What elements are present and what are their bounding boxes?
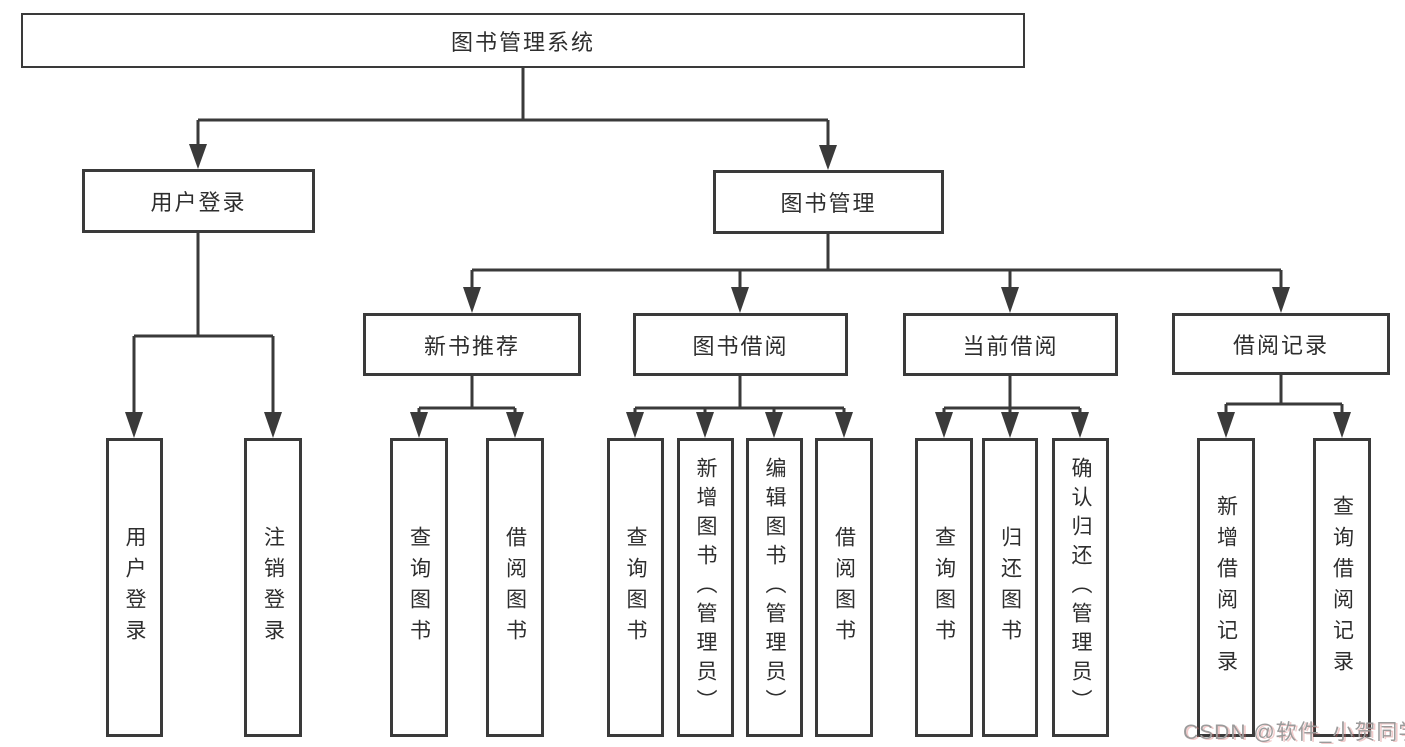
watermark: CSDN @软件_小贺同学 — [1183, 721, 1405, 744]
leaf-add-borrow-record: 新增借阅记录 — [1197, 438, 1255, 737]
leaf-label: 查询借阅记录 — [1330, 494, 1354, 681]
arrowhead-down-icon — [410, 412, 428, 438]
arrowhead-down-icon — [765, 412, 783, 438]
leaf-label: 归还图书 — [998, 525, 1022, 650]
leaf-label: 借阅图书 — [503, 525, 527, 650]
leaf-query-borrow-record: 查询借阅记录 — [1313, 438, 1371, 737]
leaf-user-login: 用户登录 — [106, 438, 163, 737]
arrowhead-down-icon — [1001, 412, 1019, 438]
node-library-management-system: 图书管理系统 — [21, 13, 1025, 68]
leaf-label: 查询图书 — [407, 525, 431, 650]
leaf-add-book-admin: 新增图书（管理员） — [677, 438, 734, 737]
arrowhead-down-icon — [1217, 412, 1235, 438]
connector-book-borrowing-to-leaves — [626, 376, 853, 438]
leaf-label: 编辑图书（管理员） — [763, 457, 786, 718]
connector-borrowing-records-to-leaves — [1217, 375, 1351, 438]
arrowhead-down-icon — [1071, 412, 1089, 438]
leaf-query-books-recommend: 查询图书 — [390, 438, 448, 737]
leaf-label: 用户登录 — [123, 525, 146, 650]
connector-current-borrowing-to-leaves — [935, 376, 1089, 438]
leaf-query-books-borrowing: 查询图书 — [607, 438, 664, 737]
arrowhead-down-icon — [189, 144, 207, 169]
arrowhead-down-icon — [1001, 287, 1019, 313]
connector-user-login-to-leaves — [125, 233, 282, 438]
node-book-management: 图书管理 — [713, 170, 944, 234]
leaf-label: 注销登录 — [261, 525, 285, 650]
arrowhead-down-icon — [626, 412, 644, 438]
arrowhead-down-icon — [1333, 412, 1351, 438]
leaf-return-books: 归还图书 — [982, 438, 1038, 737]
arrowhead-down-icon — [463, 287, 481, 313]
leaf-edit-book-admin: 编辑图书（管理员） — [746, 438, 803, 737]
arrowhead-down-icon — [935, 412, 953, 438]
arrowhead-down-icon — [696, 412, 714, 438]
node-current-borrowing: 当前借阅 — [903, 313, 1118, 376]
connector-new-book-recommendation-to-leaves — [410, 376, 524, 438]
connector-book-management-to-level3 — [463, 234, 1290, 313]
arrowhead-down-icon — [264, 412, 282, 438]
leaf-label: 确认归还（管理员） — [1069, 457, 1092, 718]
leaf-label: 借阅图书 — [832, 525, 856, 650]
leaf-label: 查询图书 — [932, 525, 956, 650]
arrowhead-down-icon — [731, 287, 749, 313]
node-book-borrowing: 图书借阅 — [633, 313, 848, 376]
arrowhead-down-icon — [125, 412, 143, 438]
node-borrowing-records: 借阅记录 — [1172, 313, 1390, 375]
leaf-label: 新增借阅记录 — [1214, 494, 1238, 681]
leaf-confirm-return-admin: 确认归还（管理员） — [1052, 438, 1109, 737]
leaf-query-books-current: 查询图书 — [915, 438, 973, 737]
leaf-label: 新增图书（管理员） — [694, 457, 717, 718]
connector-root-to-level2 — [189, 68, 837, 170]
arrowhead-down-icon — [506, 412, 524, 438]
leaf-label: 查询图书 — [624, 525, 647, 650]
node-user-login: 用户登录 — [82, 169, 315, 233]
leaf-logout: 注销登录 — [244, 438, 302, 737]
arrowhead-down-icon — [1272, 287, 1290, 313]
leaf-borrow-books-recommend: 借阅图书 — [486, 438, 544, 737]
arrowhead-down-icon — [819, 145, 837, 170]
leaf-borrow-books-borrowing: 借阅图书 — [815, 438, 873, 737]
node-new-book-recommendation: 新书推荐 — [363, 313, 581, 376]
arrowhead-down-icon — [835, 412, 853, 438]
